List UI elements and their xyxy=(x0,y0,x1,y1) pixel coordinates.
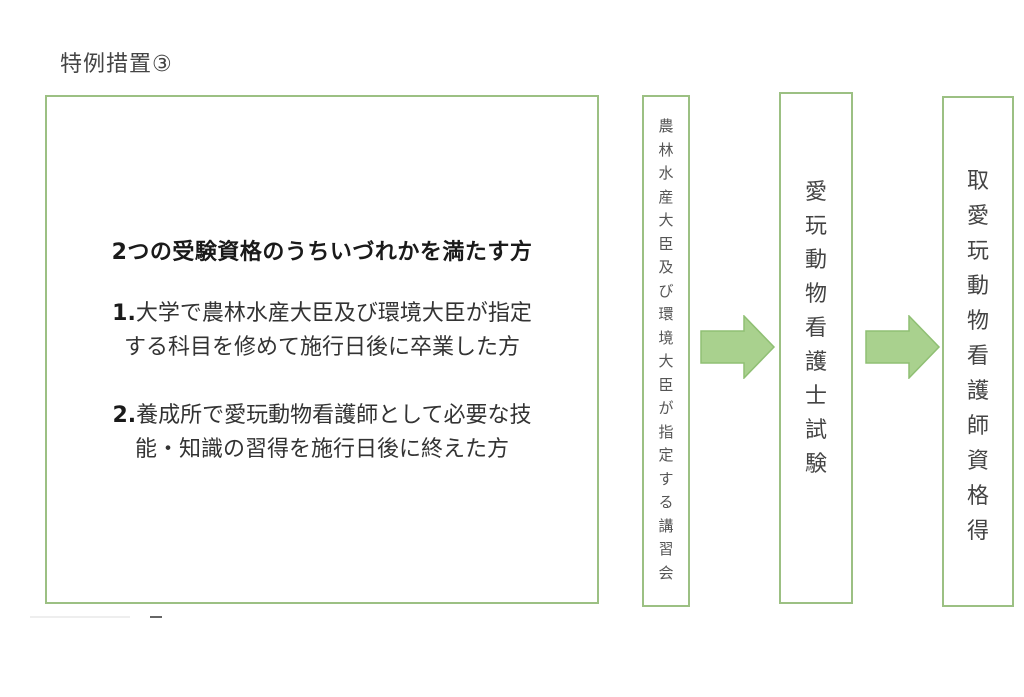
char: る xyxy=(658,493,674,511)
item-number: 2. xyxy=(112,403,137,428)
eligibility-heading: 2つの受験資格のうちいづれかを満たす方 xyxy=(111,240,533,265)
char: 玩 xyxy=(804,214,827,239)
char: 試 xyxy=(804,418,827,443)
char: 産 xyxy=(658,187,674,206)
char: び xyxy=(658,281,674,300)
char: 愛 xyxy=(804,180,827,205)
char: 取 xyxy=(966,169,989,194)
char: 指 xyxy=(658,422,674,441)
item-line: する科目を修めて施行日後に卒業した方 xyxy=(123,335,520,360)
eligibility-item-2: 2.養成所で愛玩動物看護師として必要な技 能・知識の習得を施行日後に終えた方 xyxy=(47,399,597,467)
char: 護 xyxy=(966,379,989,404)
eligibility-box: 2つの受験資格のうちいづれかを満たす方 1.大学で農林水産大臣及び環境大臣が指定… xyxy=(45,95,599,604)
item-number: 1. xyxy=(112,301,136,326)
char: 講 xyxy=(658,516,674,535)
designated-course-box: 農 林 水 産 大 臣 及 び 環 境 大 臣 が 指 定 す る 講 習 会 xyxy=(642,95,690,607)
item-line: 大学で農林水産大臣及び環境大臣が指定 xyxy=(135,301,532,326)
char: 林 xyxy=(658,140,674,159)
faded-text-remnant xyxy=(30,616,130,618)
char: 大 xyxy=(658,352,674,370)
char: 看 xyxy=(966,344,989,369)
right-arrow-icon xyxy=(700,315,776,379)
char: 環 xyxy=(658,305,674,323)
course-vertical-text: 農 林 水 産 大 臣 及 び 環 境 大 臣 が 指 定 す る 講 習 会 xyxy=(644,115,688,585)
char: 農 xyxy=(658,117,674,135)
qualification-box: 取 愛 玩 動 物 看 護 師 資 格 得 xyxy=(942,96,1014,607)
char: す xyxy=(658,469,674,488)
exam-box: 愛 玩 動 物 看 護 士 試 験 xyxy=(779,92,853,604)
char: 物 xyxy=(966,309,989,334)
item-line: 能・知識の習得を施行日後に終えた方 xyxy=(134,437,509,462)
item-line: 養成所で愛玩動物看護師として必要な技 xyxy=(136,403,532,428)
char: 臣 xyxy=(658,234,674,253)
char: 定 xyxy=(658,446,674,464)
char: 水 xyxy=(658,164,674,182)
char: 験 xyxy=(804,452,827,477)
char: 境 xyxy=(658,328,674,347)
char: が xyxy=(658,399,674,417)
char: 士 xyxy=(804,384,827,409)
char: 護 xyxy=(804,350,827,375)
char: 動 xyxy=(966,274,989,299)
char: 愛 xyxy=(966,204,989,229)
char: 格 xyxy=(966,484,989,509)
exam-vertical-text: 愛 玩 動 物 看 護 士 試 験 xyxy=(781,176,851,482)
qualification-vertical-text: 取 愛 玩 動 物 看 護 師 資 格 得 xyxy=(944,164,1012,549)
char: 物 xyxy=(804,282,827,307)
char: 資 xyxy=(966,449,989,474)
right-arrow-icon xyxy=(865,315,941,379)
dash-mark xyxy=(150,616,162,618)
char: 師 xyxy=(966,414,989,439)
char: 看 xyxy=(804,316,827,341)
char: 得 xyxy=(966,519,989,544)
char: 臣 xyxy=(658,375,674,394)
char: 及 xyxy=(658,258,674,276)
char: 玩 xyxy=(966,239,989,264)
char: 習 xyxy=(658,540,674,558)
char: 大 xyxy=(658,211,674,229)
char: 会 xyxy=(658,563,674,582)
diagram-title: 特例措置③ xyxy=(60,52,173,77)
eligibility-item-1: 1.大学で農林水産大臣及び環境大臣が指定 する科目を修めて施行日後に卒業した方 xyxy=(47,297,597,365)
faded-footnote xyxy=(30,612,170,618)
char: 動 xyxy=(804,248,827,273)
